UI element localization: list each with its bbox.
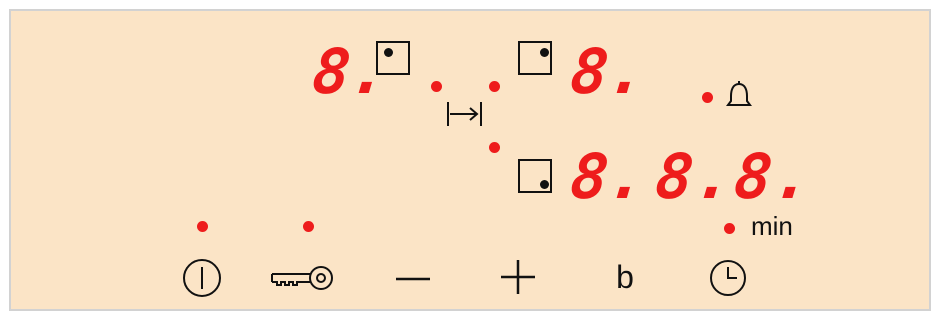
minus-icon: [396, 277, 430, 281]
cooking-zone-front-right-icon: [518, 159, 552, 193]
minute-led: [724, 223, 735, 234]
zone-led-rear-left: [431, 81, 442, 92]
front-right-zone-display: 8.: [567, 140, 650, 213]
b-button[interactable]: b: [607, 255, 643, 299]
power-icon: [183, 259, 221, 297]
timer-button[interactable]: [705, 255, 751, 301]
child-lock-button[interactable]: [269, 261, 337, 295]
plus-button[interactable]: [496, 255, 540, 299]
power-button[interactable]: [177, 253, 227, 303]
plus-icon: [501, 260, 535, 294]
timer-display: 8.8.: [652, 140, 818, 213]
bell-icon: [723, 79, 755, 116]
min-label: min: [751, 211, 793, 241]
b-button-label: b: [616, 258, 634, 295]
power-led: [197, 221, 208, 232]
clock-icon: [710, 260, 746, 296]
arrow-to-bar-icon: [445, 99, 485, 134]
alarm-led: [702, 92, 713, 103]
cooking-zone-rear-left-icon: [376, 41, 410, 75]
minus-button[interactable]: [391, 261, 435, 297]
control-panel: 8. 8. 8. 8.8. min: [9, 9, 931, 311]
key-icon: [271, 266, 333, 290]
zone-led-rear-right: [489, 81, 500, 92]
zone-led-front-right: [489, 142, 500, 153]
rear-right-zone-display: 8.: [567, 35, 650, 108]
child-lock-led: [303, 221, 314, 232]
cooking-zone-rear-right-icon: [518, 41, 552, 75]
